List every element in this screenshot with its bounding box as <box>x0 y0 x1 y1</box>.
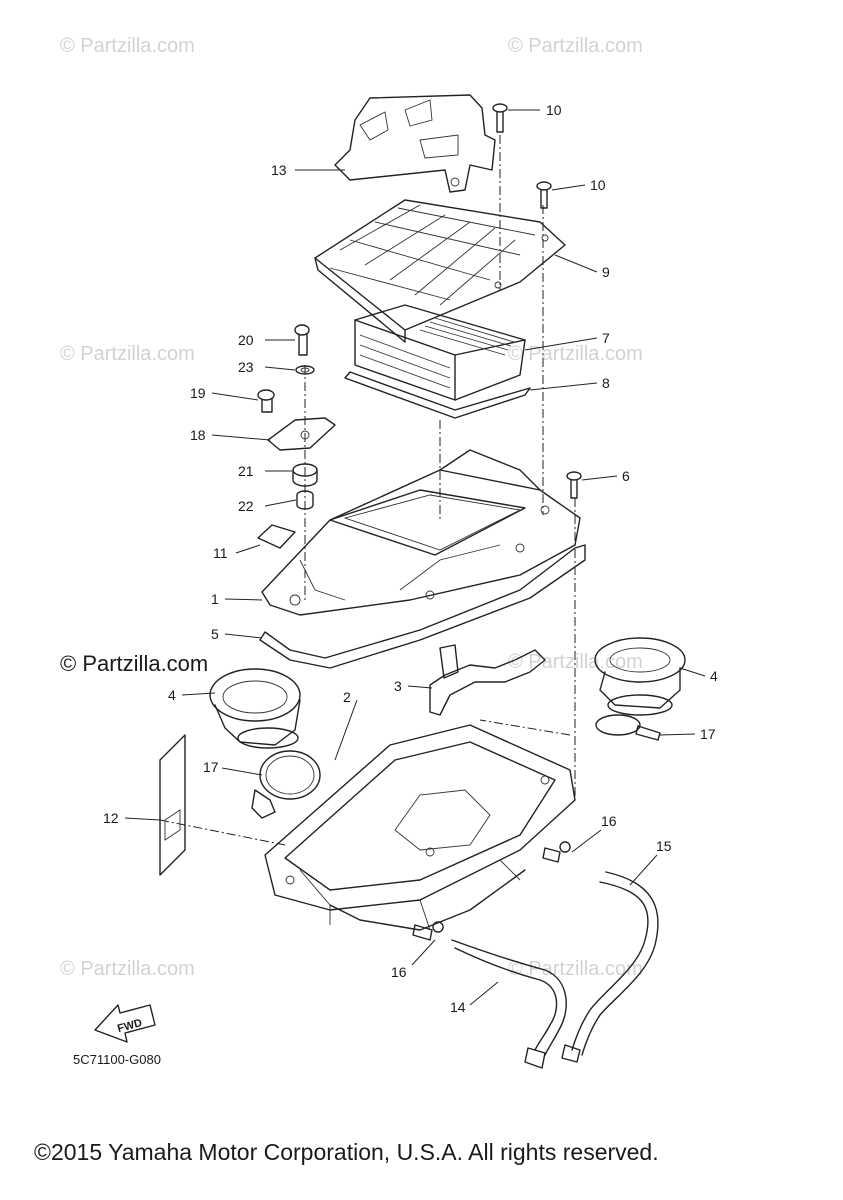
watermark: © Partzilla.com <box>508 343 643 365</box>
callout-15: 15 <box>656 838 672 854</box>
watermark-group: © Partzilla.com © Partzilla.com © Partzi… <box>60 35 643 980</box>
upper-case-part <box>261 449 581 616</box>
seal-part <box>344 371 531 419</box>
callout-22: 22 <box>238 498 254 514</box>
callout-1: 1 <box>211 591 219 607</box>
watermark: © Partzilla.com <box>60 958 195 980</box>
callout-10: 10 <box>546 102 562 118</box>
callout-6: 6 <box>622 468 630 484</box>
callout-2: 2 <box>343 689 351 705</box>
callout-18: 18 <box>190 427 206 443</box>
label-part <box>159 734 186 876</box>
copyright-notice: ©2015 Yamaha Motor Corporation, U.S.A. A… <box>34 1139 659 1165</box>
intake-boot-part <box>209 637 686 749</box>
air-filter-part <box>354 304 526 401</box>
watermark: © Partzilla.com <box>60 343 195 365</box>
callout-3: 3 <box>394 678 402 694</box>
leader-lines <box>124 109 706 1006</box>
filter-cover-part <box>314 199 566 343</box>
hose-part <box>451 871 659 1069</box>
watermark-prominent: © Partzilla.com <box>60 651 208 676</box>
callout-labels: 10 13 10 9 20 7 23 8 19 18 21 6 22 11 1 … <box>103 102 718 1015</box>
callout-5: 5 <box>211 626 219 642</box>
callout-4: 4 <box>710 668 718 684</box>
callout-7: 7 <box>602 330 610 346</box>
lower-case-part <box>264 724 576 931</box>
callout-13: 13 <box>271 162 287 178</box>
bracket-part <box>334 94 496 193</box>
callout-10: 10 <box>590 177 606 193</box>
watermark: © Partzilla.com <box>60 35 195 57</box>
fwd-arrow-icon: FWD <box>94 1004 156 1043</box>
callout-12: 12 <box>103 810 119 826</box>
callout-4: 4 <box>168 687 176 703</box>
small-hardware <box>257 324 336 549</box>
callout-17: 17 <box>203 759 219 775</box>
screw-part <box>566 471 582 499</box>
callout-16: 16 <box>601 813 617 829</box>
diagram-code: 5C71100-G080 <box>73 1052 161 1067</box>
callout-17: 17 <box>700 726 716 742</box>
callout-14: 14 <box>450 999 466 1015</box>
gasket-part <box>259 544 586 669</box>
callout-8: 8 <box>602 375 610 391</box>
screw-part <box>492 103 552 209</box>
alignment-lines <box>159 135 576 846</box>
callout-9: 9 <box>602 264 610 280</box>
clamp-part <box>251 714 661 819</box>
callout-19: 19 <box>190 385 206 401</box>
callout-11: 11 <box>213 545 228 561</box>
callout-23: 23 <box>238 359 254 375</box>
callout-16: 16 <box>391 964 407 980</box>
clip-part <box>412 841 571 941</box>
watermark: © Partzilla.com <box>508 958 643 980</box>
breather-pipe-part <box>429 644 546 716</box>
watermark: © Partzilla.com <box>508 35 643 57</box>
callout-21: 21 <box>238 463 254 479</box>
callout-20: 20 <box>238 332 254 348</box>
